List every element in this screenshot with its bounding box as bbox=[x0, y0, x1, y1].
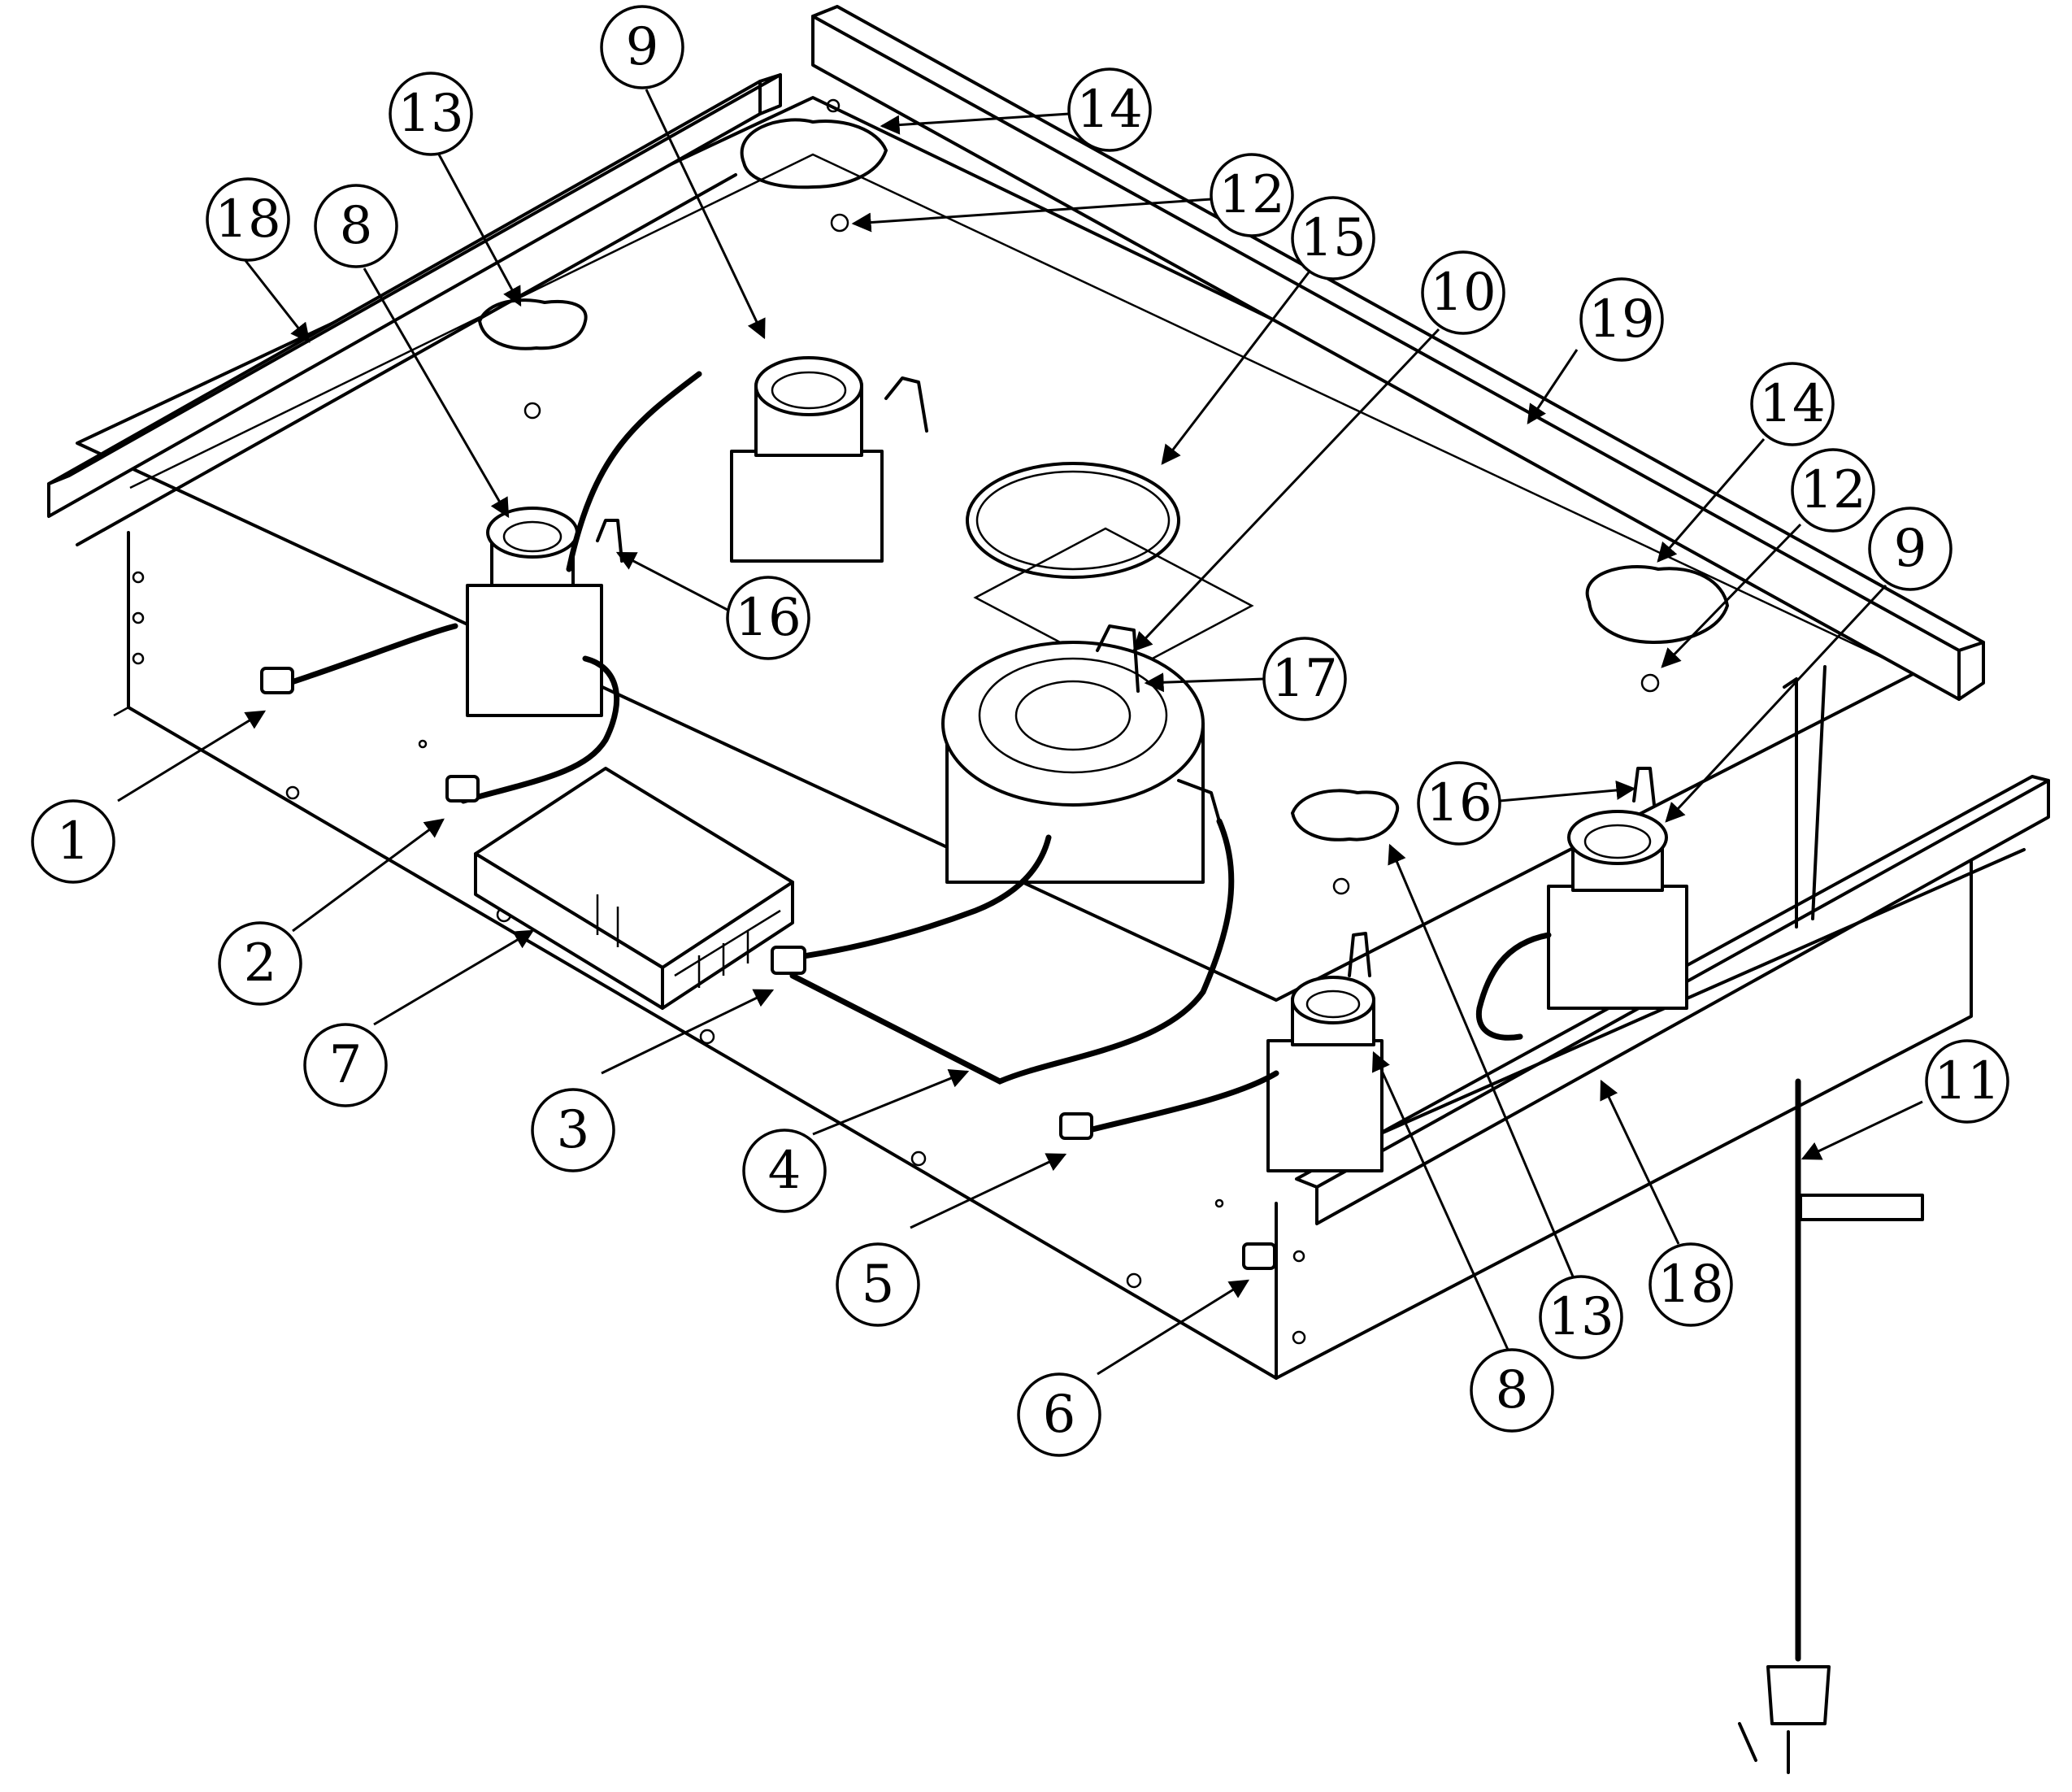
callout-10: 10 bbox=[1132, 250, 1505, 652]
callout-3: 3 bbox=[531, 989, 775, 1172]
callout-label: 7 bbox=[329, 1035, 363, 1095]
callout-label: 12 bbox=[1800, 460, 1866, 520]
callout-11: 11 bbox=[1801, 1039, 2009, 1160]
callout-2: 2 bbox=[218, 818, 445, 1006]
callout-label: 9 bbox=[1894, 519, 1927, 579]
callout-8-right: 8 bbox=[1371, 1050, 1554, 1433]
callout-16-right: 16 bbox=[1417, 761, 1636, 846]
callout-9-top: 9 bbox=[600, 5, 766, 340]
callout-label: 18 bbox=[215, 189, 280, 250]
callout-17: 17 bbox=[1144, 637, 1347, 721]
callout-6: 6 bbox=[1017, 1279, 1250, 1457]
callout-15: 15 bbox=[1161, 196, 1375, 465]
callout-label: 13 bbox=[397, 84, 463, 144]
callout-4: 4 bbox=[742, 1068, 970, 1213]
spark-module bbox=[474, 767, 794, 1010]
callout-label: 5 bbox=[862, 1255, 895, 1315]
power-cord bbox=[1738, 665, 1924, 1774]
gasket-ring bbox=[966, 462, 1254, 676]
callout-label: 12 bbox=[1218, 165, 1284, 225]
burner-front-center bbox=[1266, 932, 1384, 1172]
gas-tubes bbox=[273, 371, 1552, 1133]
rear-trim-rail bbox=[811, 5, 1985, 701]
callout-16-left: 16 bbox=[615, 551, 810, 660]
callout-label: 14 bbox=[1759, 374, 1825, 434]
callout-label: 19 bbox=[1588, 289, 1654, 350]
callout-label: 4 bbox=[768, 1141, 801, 1201]
burner-right bbox=[1547, 767, 1688, 1010]
callout-8-left: 8 bbox=[314, 184, 510, 519]
callout-label: 3 bbox=[557, 1100, 590, 1160]
callout-label: 1 bbox=[57, 811, 90, 872]
callout-label: 18 bbox=[1657, 1255, 1723, 1315]
callout-5: 5 bbox=[836, 1153, 1067, 1327]
callout-label: 8 bbox=[340, 196, 373, 256]
callout-label: 13 bbox=[1548, 1287, 1614, 1347]
callout-14-top: 14 bbox=[880, 67, 1152, 152]
callout-label: 17 bbox=[1271, 649, 1337, 709]
callout-13-right: 13 bbox=[1388, 843, 1623, 1359]
burner-rear-left bbox=[466, 507, 623, 717]
left-trim-rail bbox=[47, 73, 782, 546]
callout-12-top: 12 bbox=[851, 153, 1294, 237]
callout-13-left: 13 bbox=[389, 72, 522, 307]
callout-7: 7 bbox=[303, 929, 535, 1107]
callout-label: 10 bbox=[1430, 263, 1496, 323]
callout-1: 1 bbox=[31, 710, 267, 884]
callout-label: 2 bbox=[244, 933, 277, 994]
callout-18-right: 18 bbox=[1600, 1079, 1733, 1327]
burner-center-dual bbox=[941, 624, 1221, 884]
callout-12-right: 12 bbox=[1661, 448, 1875, 668]
callout-label: 16 bbox=[735, 588, 801, 648]
callout-label: 16 bbox=[1426, 773, 1492, 833]
gaskets bbox=[478, 118, 1729, 842]
callout-19: 19 bbox=[1527, 277, 1664, 424]
burner-rear-center bbox=[730, 356, 928, 563]
callout-label: 9 bbox=[626, 17, 659, 77]
callout-label: 6 bbox=[1043, 1385, 1076, 1445]
callout-label: 11 bbox=[1934, 1051, 2000, 1111]
callout-label: 14 bbox=[1076, 80, 1142, 140]
callout-9-right: 9 bbox=[1665, 507, 1953, 823]
callout-18-left: 18 bbox=[206, 177, 311, 343]
fittings bbox=[260, 667, 1276, 1270]
callout-label: 8 bbox=[1496, 1360, 1529, 1420]
callout-label: 15 bbox=[1300, 208, 1366, 268]
callout-14-right: 14 bbox=[1657, 362, 1835, 563]
